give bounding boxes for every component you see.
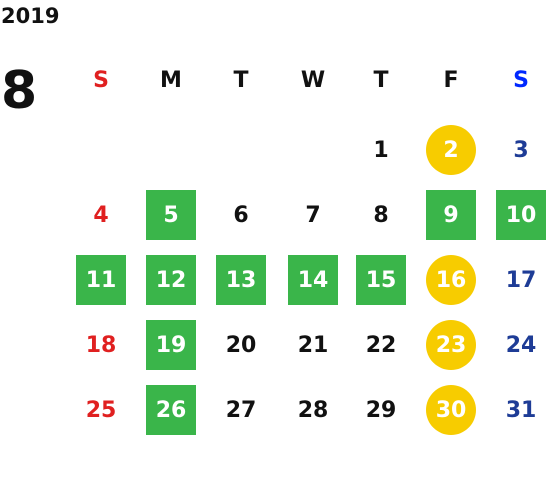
day-cell[interactable]: 15 <box>356 255 406 305</box>
day-cell[interactable]: 30 <box>426 385 476 435</box>
day-cell[interactable]: 11 <box>76 255 126 305</box>
day-cell[interactable]: 17 <box>505 267 537 293</box>
weekday-header: S <box>513 67 529 93</box>
day-cell[interactable]: 28 <box>297 397 329 423</box>
weekday-header: T <box>233 67 249 93</box>
day-cell[interactable]: 7 <box>305 202 321 228</box>
month-number: 8 <box>1 61 38 121</box>
day-cell[interactable]: 3 <box>513 137 529 163</box>
day-cell[interactable]: 27 <box>225 397 257 423</box>
day-cell[interactable]: 24 <box>505 332 537 358</box>
weekday-header: S <box>93 67 109 93</box>
day-cell[interactable]: 22 <box>365 332 397 358</box>
day-cell[interactable]: 31 <box>505 397 537 423</box>
day-cell[interactable]: 12 <box>146 255 196 305</box>
day-cell[interactable]: 13 <box>216 255 266 305</box>
day-cell[interactable]: 25 <box>85 397 117 423</box>
day-cell[interactable]: 2 <box>426 125 476 175</box>
day-cell[interactable]: 16 <box>426 255 476 305</box>
day-cell[interactable]: 19 <box>146 320 196 370</box>
weekday-header: W <box>300 67 326 93</box>
weekday-header: T <box>373 67 389 93</box>
day-cell[interactable]: 5 <box>146 190 196 240</box>
day-cell[interactable]: 6 <box>233 202 249 228</box>
day-cell[interactable]: 29 <box>365 397 397 423</box>
day-cell[interactable]: 4 <box>93 202 109 228</box>
day-cell[interactable]: 23 <box>426 320 476 370</box>
day-cell[interactable]: 1 <box>373 137 389 163</box>
day-cell[interactable]: 26 <box>146 385 196 435</box>
day-cell[interactable]: 8 <box>373 202 389 228</box>
day-cell[interactable]: 10 <box>496 190 546 240</box>
year-label: 2019 <box>1 4 60 28</box>
day-cell[interactable]: 21 <box>297 332 329 358</box>
day-cell[interactable]: 9 <box>426 190 476 240</box>
weekday-header: M <box>160 67 182 93</box>
day-cell[interactable]: 20 <box>225 332 257 358</box>
day-cell[interactable]: 14 <box>288 255 338 305</box>
weekday-header: F <box>443 67 459 93</box>
day-cell[interactable]: 18 <box>85 332 117 358</box>
